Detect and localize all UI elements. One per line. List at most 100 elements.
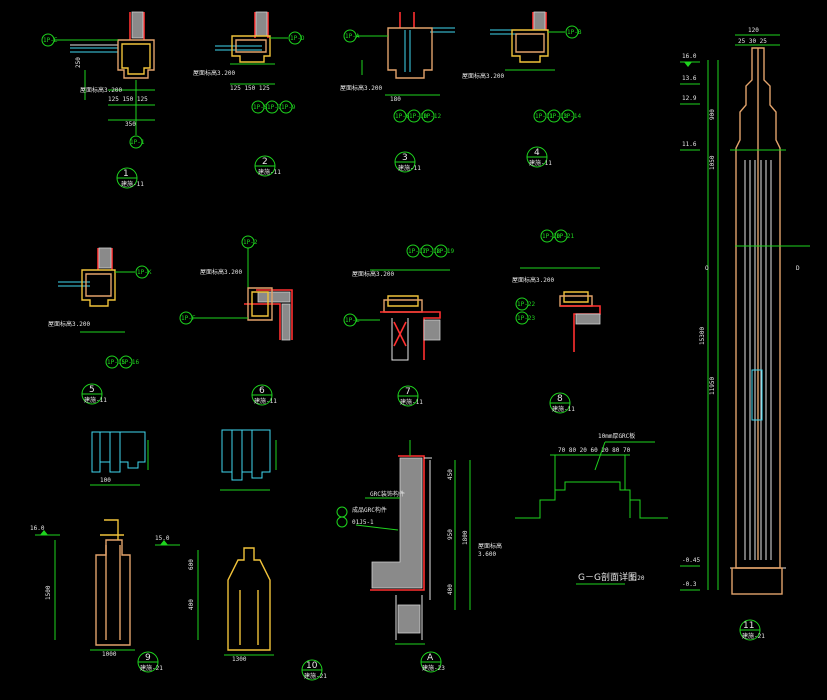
detail-number: 1 [123, 169, 129, 179]
detail-sheet-ref: 建施-11 [552, 405, 575, 413]
detail-sheet-ref: 建施-11 [121, 180, 144, 188]
axis-tag-label: 1P-18 [422, 248, 440, 255]
axis-tag-label: 1P-21 [556, 233, 574, 240]
dim-label: 15300 [699, 327, 706, 345]
note-label: 屋面标高3.200 [340, 84, 382, 92]
axis-tag-label: 1P-F [181, 315, 196, 322]
axis-tag-label: 1P-13 [549, 113, 567, 120]
axis-letter: O [705, 265, 709, 272]
note-label: 屋面标高3.200 [352, 270, 394, 278]
axis-tag-label: 1P-23 [517, 315, 535, 322]
level-label: -0.3 [682, 581, 697, 588]
ref-label: 01J5-1 [352, 519, 374, 526]
detail-sheet-ref: 建施-11 [398, 164, 421, 172]
dim-label: 1000 [102, 651, 117, 658]
detail-6: 1P-2 1P-F 屋面标高3.200 6 建施-11 [179, 235, 293, 406]
note-label: 屋面标高3.200 [200, 268, 242, 276]
axis-tag-label: 1P-7 [267, 104, 282, 111]
axis-tag-label: 1P-19 [436, 248, 454, 255]
detail-number: 3 [402, 153, 408, 163]
dim-label: 600 [188, 559, 195, 570]
axis-tag-label: 1P-5 [253, 104, 268, 111]
level-label: 13.6 [682, 75, 697, 82]
detail-number: 11 [743, 621, 754, 631]
axis-tag-label: 1P-15 [107, 359, 125, 366]
axis-tag-label: 1P-2 [243, 239, 258, 246]
section-gg: 70 80 20 60 20 80 70 10mm厚GRC板 G－G剖面详图 1… [515, 432, 668, 585]
axis-tag-circle [288, 31, 302, 45]
dim-label: 1050 [709, 155, 716, 170]
detail-9: 100 16.0 1500 1000 9 建施-21 [30, 431, 163, 673]
axis-tag-label: 1P-9 [281, 104, 296, 111]
note-label: 屋面标高3.200 [193, 69, 235, 77]
axis-tag-label: 1P-K [137, 269, 152, 276]
level-label: 15.0 [155, 535, 170, 542]
dim-label: 1300 [232, 656, 247, 663]
detail-sheet-ref: 建施-23 [422, 664, 445, 672]
dim-label: 350 [125, 121, 136, 128]
axis-tag-label: 1P-E [43, 37, 58, 44]
level-label: 16.0 [30, 525, 45, 532]
axis-letter: D [796, 265, 800, 272]
note-label: 屋面标高3.200 [48, 320, 90, 328]
axis-tag-label: 1P-17 [408, 248, 426, 255]
detail-8: 1P-20 1P-21 1P-22 1P-23 屋面标高3.200 8 建施-1… [512, 229, 601, 414]
detail-7: 1P-17 1P-18 1P-19 1P-L 屋面标高3.200 7 建施-11 [343, 244, 454, 407]
detail-number: 6 [259, 386, 265, 396]
detail-sheet-ref: 建施-21 [140, 664, 163, 672]
note-label: 屋面标高3.200 [80, 86, 122, 94]
dim-label: 25 30 25 [738, 38, 767, 45]
dim-label: 400 [188, 599, 195, 610]
detail-5: 1P-K 屋面标高3.200 1P-15 1P-16 5 建施-11 [48, 247, 152, 405]
section-title: G－G剖面详图 [578, 571, 637, 583]
axis-tag-label: 1P-6 [395, 113, 410, 120]
axis-tag-label: 1P-10 [409, 113, 427, 120]
detail-sheet-ref: 建施-21 [304, 672, 327, 680]
detail-number: A [427, 653, 434, 663]
dim-label: 70 80 20 60 20 80 70 [558, 447, 631, 454]
dim-label: 125 150 125 [108, 96, 148, 103]
axis-tag-label: 1P-22 [517, 301, 535, 308]
detail-sheet-ref: 建施-11 [400, 398, 423, 406]
detail-a: 450 950 400 1800 GRC装饰构件 成品GRC构件 01J5-1 … [336, 440, 502, 673]
dim-label: 250 [75, 57, 82, 68]
note-label: GRC装饰构件 [370, 490, 405, 498]
note-label: 屋面标高3.200 [512, 276, 554, 284]
dim-label: 1500 [45, 585, 52, 600]
detail-4: 1P-B 屋面标高3.200 1P-11 1P-13 1P-14 4 建施-11 [462, 11, 582, 168]
dim-label: 900 [709, 109, 716, 120]
axis-tag-label: 1P-L [345, 317, 360, 324]
dim-label: 1800 [462, 530, 469, 545]
level-value: 3.600 [478, 551, 496, 558]
detail-sheet-ref: 建施-21 [742, 632, 765, 640]
dim-label: 11950 [709, 377, 716, 395]
level-label: 16.0 [682, 53, 697, 60]
dim-label: 180 [390, 96, 401, 103]
detail-2: 1P-D 屋面标高3.200 125 150 125 1P-5 1P-7 1P-… [193, 11, 305, 177]
detail-number: 5 [89, 385, 95, 395]
axis-tag-circle [129, 135, 143, 149]
axis-tag-label: 1P-20 [542, 233, 560, 240]
detail-sheet-ref: 建施-11 [258, 168, 281, 176]
axis-tag-label: 1P-A [345, 33, 360, 40]
level-label: 屋面标高 [478, 542, 502, 550]
detail-number: 10 [306, 661, 318, 671]
axis-tag-label: 1P-12 [423, 113, 441, 120]
section-scale: 1:20 [630, 575, 645, 582]
detail-10: 15.0 600 400 1300 10 建施-21 [155, 429, 327, 681]
detail-number: 9 [145, 653, 151, 663]
axis-tag-label: 1P-14 [563, 113, 581, 120]
detail-number: 7 [405, 387, 411, 397]
detail-3: 1P-A 屋面标高3.200 180 1P-6 1P-10 1P-12 3 建施… [340, 12, 455, 173]
level-label: 12.9 [682, 95, 697, 102]
note-label: 10mm厚GRC板 [598, 432, 635, 440]
detail-11: 16.0 13.6 12.9 11.6 -0.45 -0.3 15300 900… [680, 27, 810, 641]
detail-number: 2 [262, 157, 268, 167]
dim-label: 125 150 125 [230, 85, 270, 92]
detail-number: 4 [534, 148, 540, 158]
detail-sheet-ref: 建施-11 [529, 159, 552, 167]
detail-sheet-ref: 建施-11 [254, 397, 277, 405]
dim-label: 450 [447, 469, 454, 480]
axis-tag-label: 1P-D [290, 35, 305, 42]
